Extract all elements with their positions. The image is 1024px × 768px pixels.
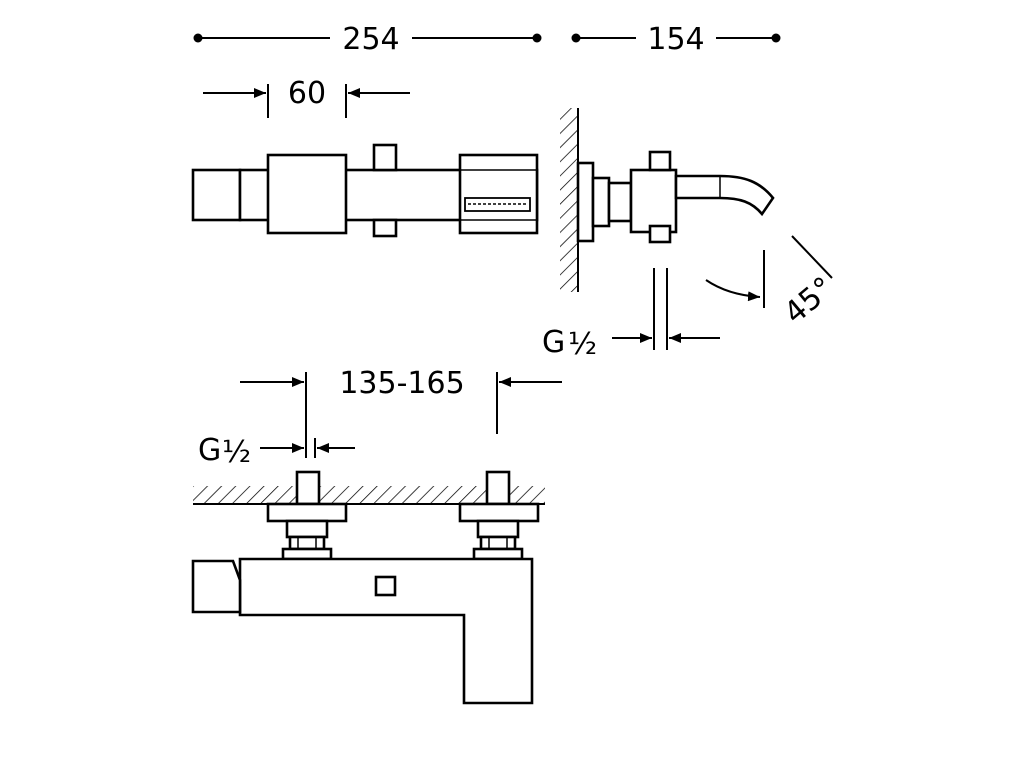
inlet-thread-fraction: ½	[222, 435, 251, 470]
dimension-overall-width: 254	[193, 22, 542, 57]
spout-thread-fraction: ½	[568, 327, 597, 362]
overall-width-label: 254	[342, 22, 399, 57]
side-view: G ½	[542, 108, 775, 362]
inlet-thread-prefix: G	[198, 433, 221, 468]
spout-angle-label: 45°	[778, 270, 841, 331]
centers-label: 135-165	[339, 366, 464, 401]
dimension-centers: 135-165	[240, 366, 562, 458]
spout-thread-prefix: G	[542, 325, 565, 360]
top-view	[191, 143, 539, 238]
handle-width-label: 60	[288, 76, 326, 111]
dimension-handle-width: 60	[203, 76, 410, 118]
dimension-spout-angle: 45°	[705, 235, 841, 331]
projection-label: 154	[647, 22, 704, 57]
dimension-projection: 154	[571, 22, 781, 57]
dimension-inlet-thread: G ½	[198, 433, 355, 470]
front-view	[191, 470, 545, 705]
